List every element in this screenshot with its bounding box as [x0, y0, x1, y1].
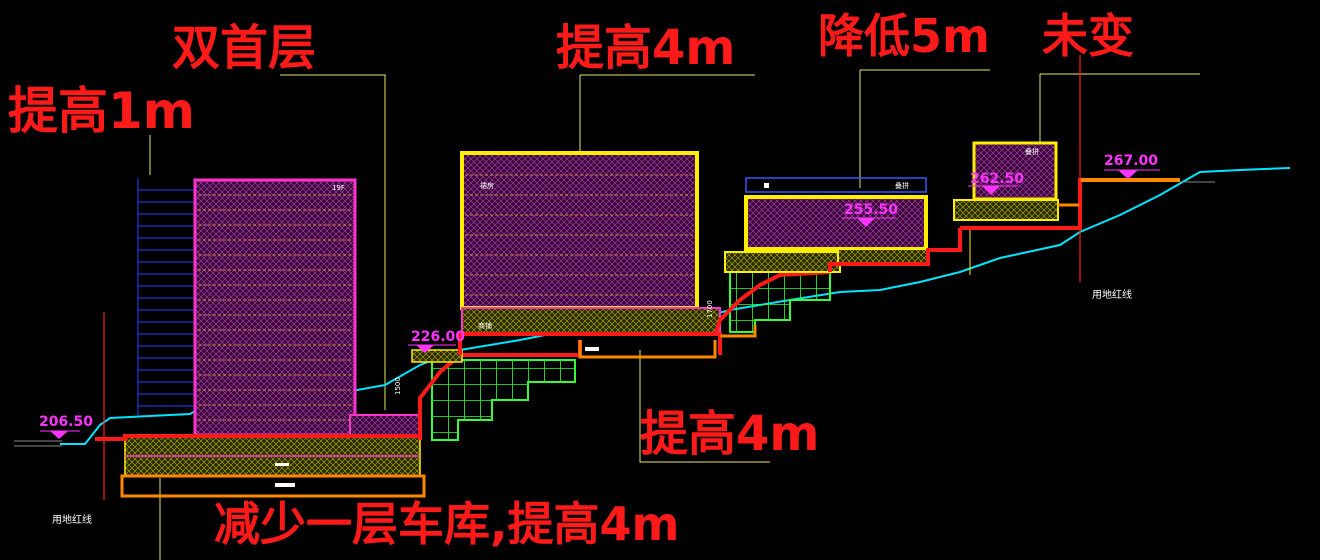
elevation-value-1: 206.50: [39, 414, 93, 430]
annotation-raise-1m: 提高1m: [8, 82, 195, 140]
annotation-double-ground: 双首层: [172, 20, 316, 76]
middle-building-tag: 裙房: [480, 181, 494, 190]
right-middle-building: 叠拼: [744, 177, 962, 272]
middle-building: 裙房 商铺: [458, 151, 722, 359]
tower-left-floor-label: 19F: [332, 184, 345, 192]
tower-left: 19F: [193, 178, 421, 437]
elevation-marker-4: 262.50: [968, 171, 1024, 195]
middle-building-b1-tag: 商铺: [478, 321, 492, 330]
property-lines: [103, 55, 1081, 500]
right-building-tag: 叠拼: [1025, 147, 1039, 156]
annotation-unchanged: 未变: [1042, 9, 1134, 63]
leader-lines: [149, 69, 1200, 560]
elevation-value-4: 262.50: [970, 171, 1024, 187]
dim-1500: 1500: [394, 377, 402, 395]
elevation-marker-3: 255.50: [842, 202, 898, 227]
annotation-reduce-garage: 减少一层车库,提高4m: [214, 497, 679, 551]
elevation-marker-1: 206.50: [39, 414, 93, 439]
retaining-wall-2: 1700: [706, 251, 841, 338]
dim-1700: 1700: [706, 300, 714, 318]
elevation-value-5: 267.00: [1104, 153, 1158, 169]
annotation-raise-4m-top: 提高4m: [556, 20, 735, 76]
redline-right-label: 用地红线: [1092, 288, 1132, 301]
elevation-value-3: 255.50: [844, 202, 898, 218]
elevation-marker-2: 226.00: [408, 329, 465, 353]
elevation-value-2: 226.00: [411, 329, 465, 345]
right-middle-tag: 叠拼: [895, 181, 909, 190]
retaining-wall-1: 1500: [394, 340, 582, 441]
annotation-raise-4m-mid: 提高4m: [640, 406, 819, 462]
redline-left-label: 用地红线: [52, 513, 92, 526]
annotation-lower-5m: 降低5m: [818, 9, 990, 63]
slab-left: [95, 434, 420, 441]
elevation-marker-5: 267.00: [1104, 153, 1160, 179]
ground-hatch: [14, 181, 1215, 447]
tower-left-basement: [120, 435, 426, 498]
tower-left-facade-grid: [137, 178, 196, 415]
